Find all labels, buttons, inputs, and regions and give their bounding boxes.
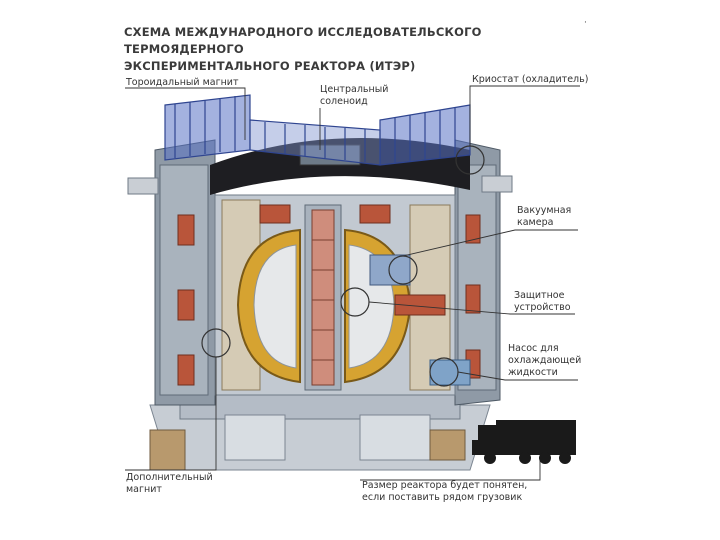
label-cooling-pump: Насос для охлаждающей жидкости — [508, 343, 581, 379]
label-central-solenoid: Центральный соленоид — [320, 84, 388, 108]
label-text: Тороидальный магнит — [126, 77, 239, 88]
central-solenoid — [304, 204, 342, 391]
label-text: магнит — [126, 484, 162, 495]
diagram-title: Схема международного исследовательского … — [124, 24, 524, 75]
machinery — [259, 204, 471, 386]
top-frame — [164, 94, 471, 166]
label-text: жидкости — [508, 367, 558, 378]
cryostat-walls — [127, 139, 513, 406]
label-text: Вакуумная — [517, 205, 572, 216]
label-text: Размер реактора будет понятен, — [362, 480, 528, 491]
label-text: устройство — [514, 302, 571, 313]
label-text: соленоид — [320, 96, 368, 107]
label-toroidal-magnet: Тороидальный магнит — [126, 77, 239, 89]
label-text: Насос для — [508, 343, 559, 354]
title-line-1: Схема международного исследовательского … — [124, 25, 482, 56]
title-line-2: экспериментального реактора (ИТЭР) — [124, 59, 416, 73]
label-shield: Защитное устройство — [514, 290, 571, 314]
label-text: камера — [517, 217, 554, 228]
reactor-base — [149, 394, 491, 471]
label-text: Центральный — [320, 84, 389, 95]
label-text: Криостат (охладитель) — [472, 74, 589, 85]
label-text: если поставить рядом грузовик — [362, 492, 523, 503]
label-truck-note: Размер реактора будет понятен, если пост… — [362, 480, 527, 504]
edge-mark: · — [584, 18, 587, 28]
truck — [472, 420, 576, 464]
label-text: Дополнительный — [126, 472, 213, 483]
label-text: Защитное — [514, 290, 565, 301]
label-vacuum-chamber: Вакуумная камера — [517, 205, 571, 229]
leader-lines — [125, 85, 580, 481]
label-aux-magnet: Дополнительный магнит — [126, 472, 213, 496]
label-text: охлаждающей — [508, 355, 582, 366]
label-cryostat: Криостат (охладитель) — [472, 74, 588, 86]
